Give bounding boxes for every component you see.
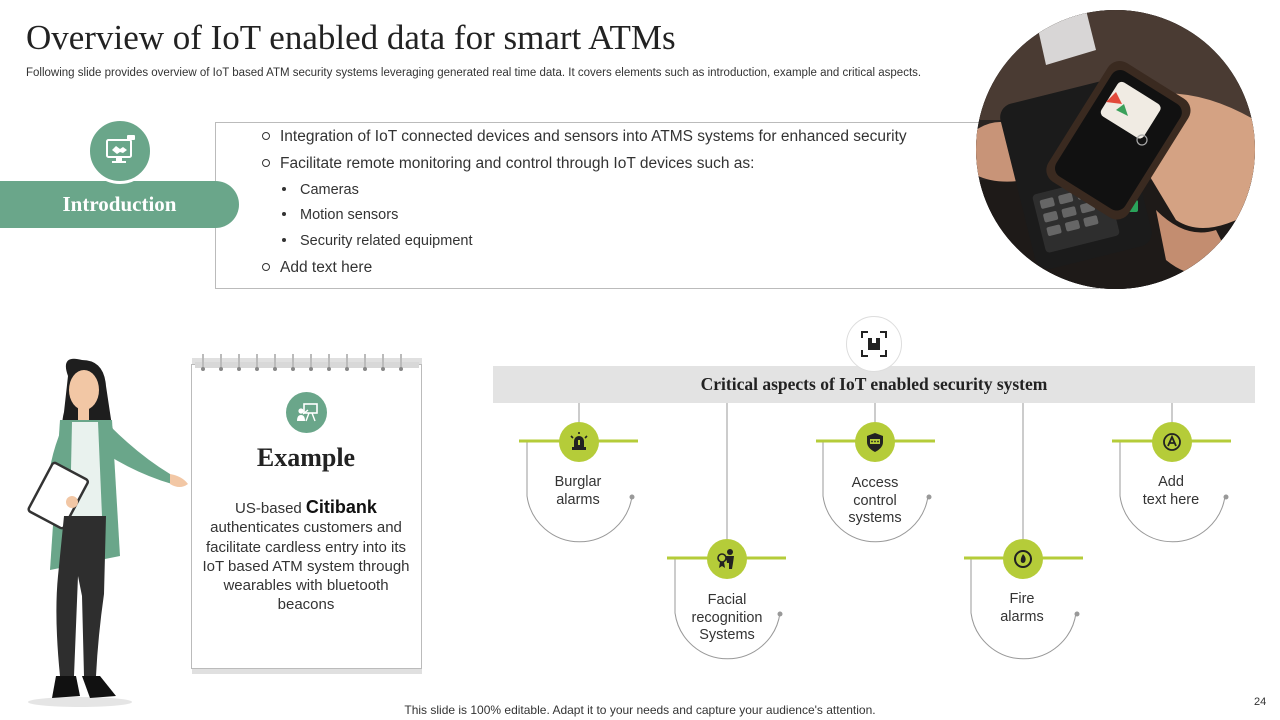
aspect-label-line: Facial bbox=[707, 592, 747, 608]
aspect-label-line: text here bbox=[1142, 491, 1200, 508]
example-description: US-based Citibank authenticates customer… bbox=[194, 497, 418, 615]
intro-sub-point: Security related equipment bbox=[282, 233, 473, 249]
critical-aspects-header: Critical aspects of IoT enabled security… bbox=[493, 366, 1255, 403]
intro-sub-point-text: Motion sensors bbox=[300, 207, 399, 223]
example-title: Example bbox=[256, 443, 356, 472]
person-badge-icon bbox=[707, 539, 747, 579]
notepad-spiral bbox=[195, 354, 419, 371]
page-number: 24 bbox=[1254, 696, 1267, 708]
presentation-icon bbox=[286, 392, 327, 433]
intro-point: Facilitate remote monitoring and control… bbox=[262, 155, 754, 173]
intro-sub-point-text: Cameras bbox=[300, 182, 359, 198]
intro-point-text: Facilitate remote monitoring and control… bbox=[280, 155, 755, 172]
dot-bullet-icon bbox=[282, 187, 286, 192]
aspect-label-line: alarms bbox=[1000, 608, 1044, 625]
aspect-label: Add text here bbox=[1111, 474, 1231, 509]
introduction-tab: Introduction bbox=[0, 181, 239, 228]
intro-point: Integration of IoT connected devices and… bbox=[262, 128, 907, 146]
text-circle-icon bbox=[1152, 422, 1192, 462]
aspect-label-line: Access bbox=[851, 475, 899, 491]
dot-bullet-icon bbox=[282, 238, 286, 243]
intro-sub-point: Cameras bbox=[282, 182, 359, 198]
aspect-label-line: recognition bbox=[691, 609, 763, 626]
aspect-label-line: control bbox=[853, 492, 897, 509]
example-company: Citibank bbox=[305, 497, 377, 517]
aspect-label: Burglar alarms bbox=[518, 474, 638, 509]
aspect-label: Fire alarms bbox=[962, 591, 1082, 626]
aspect-label: Facial recognition Systems bbox=[667, 592, 787, 645]
woman-with-clipboard-illustration bbox=[20, 356, 200, 712]
slide-subtitle: Following slide provides overview of IoT… bbox=[26, 67, 922, 79]
aspect-label-line: systems bbox=[848, 510, 902, 526]
fire-alarm-icon bbox=[1003, 539, 1043, 579]
aspect-label-line: Add bbox=[1158, 474, 1184, 490]
intro-sub-point-text: Security related equipment bbox=[300, 233, 473, 249]
aspect-label-line: Systems bbox=[699, 627, 755, 643]
alarm-siren-icon bbox=[559, 422, 599, 462]
ring-bullet-icon bbox=[262, 262, 270, 271]
intro-sub-point: Motion sensors bbox=[282, 207, 398, 223]
slide-title: Overview of IoT enabled data for smart A… bbox=[26, 18, 676, 57]
intro-point-text: Add text here bbox=[280, 259, 373, 276]
ring-bullet-icon bbox=[262, 131, 270, 140]
ring-bullet-icon bbox=[262, 158, 270, 167]
aspect-label-line: alarms bbox=[556, 491, 600, 508]
intro-point-text: Integration of IoT connected devices and… bbox=[280, 128, 907, 145]
handshake-monitor-icon bbox=[87, 118, 153, 184]
footer-note: This slide is 100% editable. Adapt it to… bbox=[404, 703, 876, 717]
dot-bullet-icon bbox=[282, 212, 286, 217]
scan-box-icon bbox=[846, 316, 902, 372]
shield-password-icon bbox=[855, 422, 895, 462]
aspect-label: Access control systems bbox=[815, 475, 935, 528]
aspect-label-line: Burglar bbox=[554, 474, 602, 490]
example-body: authenticates customers and facilitate c… bbox=[202, 519, 410, 614]
aspect-label-line: Fire bbox=[1009, 591, 1035, 607]
example-lead: US-based bbox=[235, 500, 302, 517]
intro-point: Add text here bbox=[262, 259, 372, 277]
